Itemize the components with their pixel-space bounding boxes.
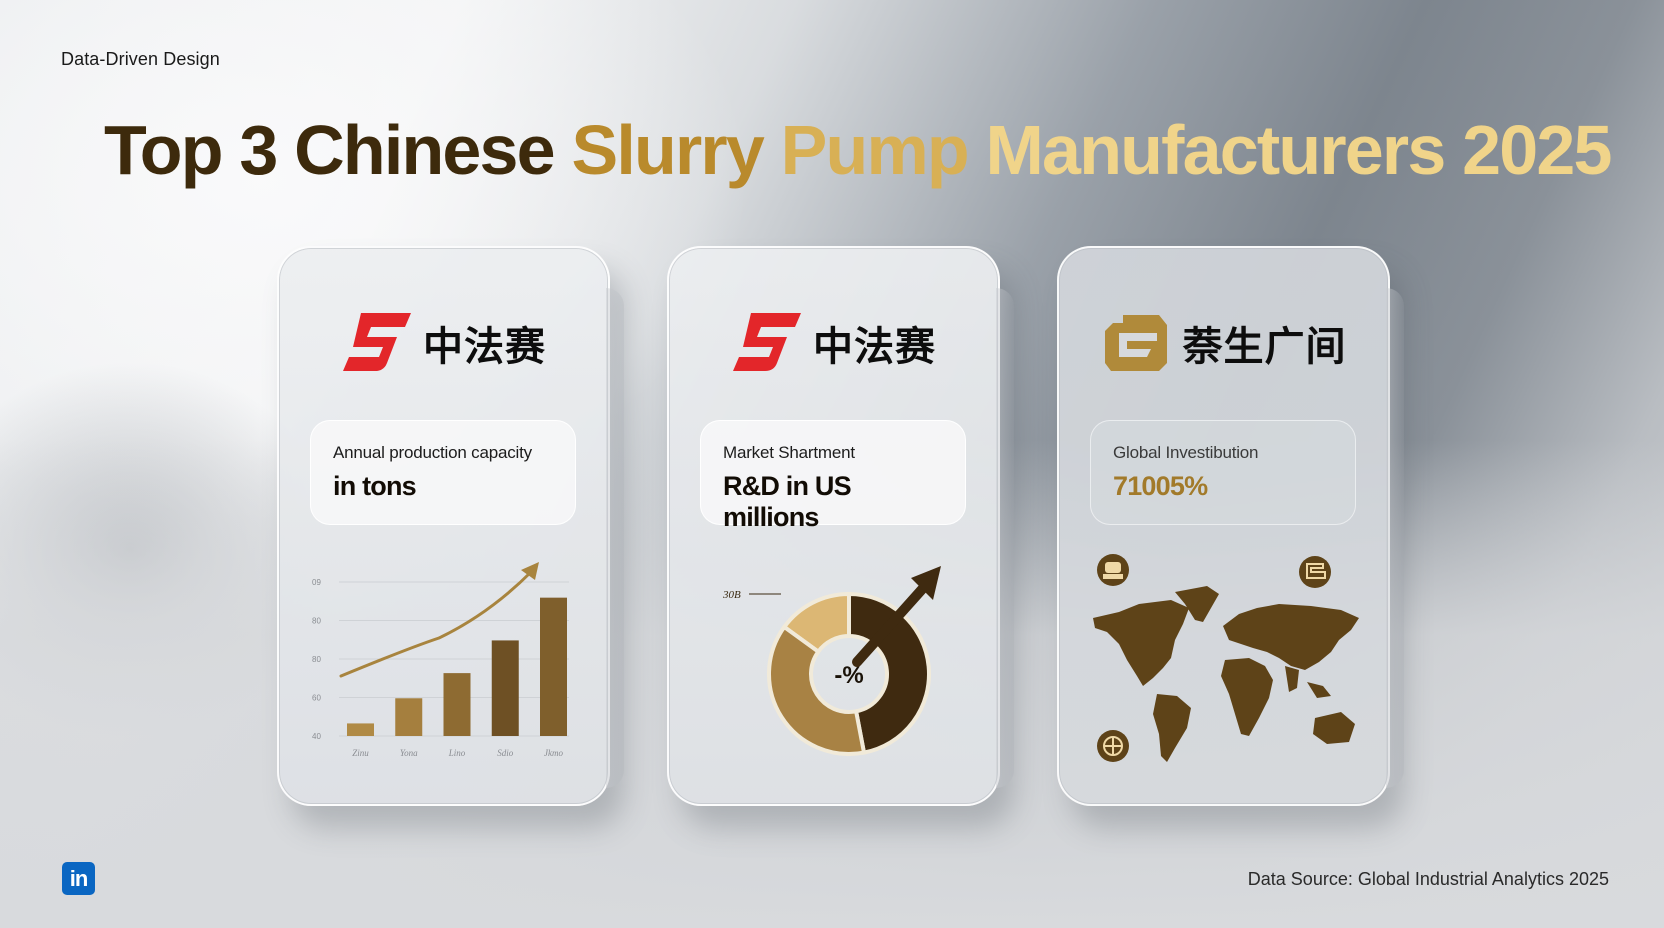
info-value: 71005% [1113, 471, 1208, 501]
svg-text:Zinu: Zinu [352, 748, 369, 758]
bar [347, 723, 374, 736]
brand-header: 萘生广间 [1059, 308, 1388, 378]
bar [443, 673, 471, 736]
title-part-4: Manufacturers 2025 [985, 111, 1613, 189]
world-map-svg [1093, 554, 1359, 762]
svg-text:Yona: Yona [400, 748, 418, 758]
donut-chart-svg: -%30B [722, 566, 941, 756]
monitor-icon [1097, 554, 1129, 586]
world-map [1079, 548, 1372, 788]
bar [491, 640, 519, 736]
donut-chart: -%30B [689, 548, 982, 788]
svg-text:Sdio: Sdio [497, 748, 514, 758]
bar [395, 698, 423, 736]
info-value: R&D in US millions [723, 471, 852, 532]
svg-text:Jkmo: Jkmo [544, 748, 563, 758]
bar [540, 597, 567, 736]
brand-name: 萘生广间 [1182, 324, 1347, 370]
info-box: Annual production capacity in tons [310, 420, 576, 525]
info-box: Market Shartment R&D in US millions [700, 420, 966, 532]
info-box: Global Investibution 71005% [1090, 420, 1356, 525]
building-icon [1299, 556, 1331, 588]
brand-header: 中法赛 [669, 308, 998, 378]
title-part-3: Pump [780, 111, 986, 189]
manufacturer-card-3: 萘生广间 Global Investibution 71005% [1057, 246, 1404, 806]
svg-text:Lino: Lino [448, 748, 466, 758]
red-s-logo-icon [733, 313, 801, 371]
donut-slice [847, 591, 931, 755]
globe-icon [1097, 730, 1129, 762]
data-source-note: Data Source: Global Industrial Analytics… [1247, 869, 1609, 889]
title-part-2: Slurry [571, 111, 781, 189]
svg-text:80: 80 [312, 617, 321, 626]
brand-name: 中法赛 [423, 324, 546, 370]
info-label: Annual production capacity [333, 443, 532, 462]
info-label: Global Investibution [1113, 443, 1259, 462]
trend-arrow [339, 570, 533, 678]
trend-arrow [852, 581, 930, 667]
svg-text:60: 60 [312, 694, 321, 703]
info-value: in tons [333, 471, 417, 501]
red-s-logo-icon [343, 313, 411, 371]
svg-text:40: 40 [312, 732, 321, 741]
manufacturer-card-2: 中法赛 Market Shartment R&D in US millions … [667, 246, 1014, 806]
donut-slice [767, 624, 867, 756]
linkedin-icon[interactable]: in [62, 862, 95, 895]
svg-text:09: 09 [312, 578, 321, 587]
title-part-1: Top 3 Chinese [104, 111, 572, 189]
info-label: Market Shartment [723, 443, 855, 462]
brand-header: 中法赛 [279, 308, 608, 378]
manufacturer-card-1: 中法赛 Annual production capacity in tons 4… [277, 246, 624, 806]
svg-text:80: 80 [312, 655, 321, 664]
kicker-label: Data-Driven Design [61, 49, 220, 69]
gold-hexagon-logo-icon [1104, 315, 1167, 371]
svg-text:30B: 30B [722, 589, 741, 601]
brand-name: 中法赛 [813, 324, 936, 370]
page-title: Top 3 Chinese Slurry Pump Manufacturers … [104, 108, 1612, 192]
